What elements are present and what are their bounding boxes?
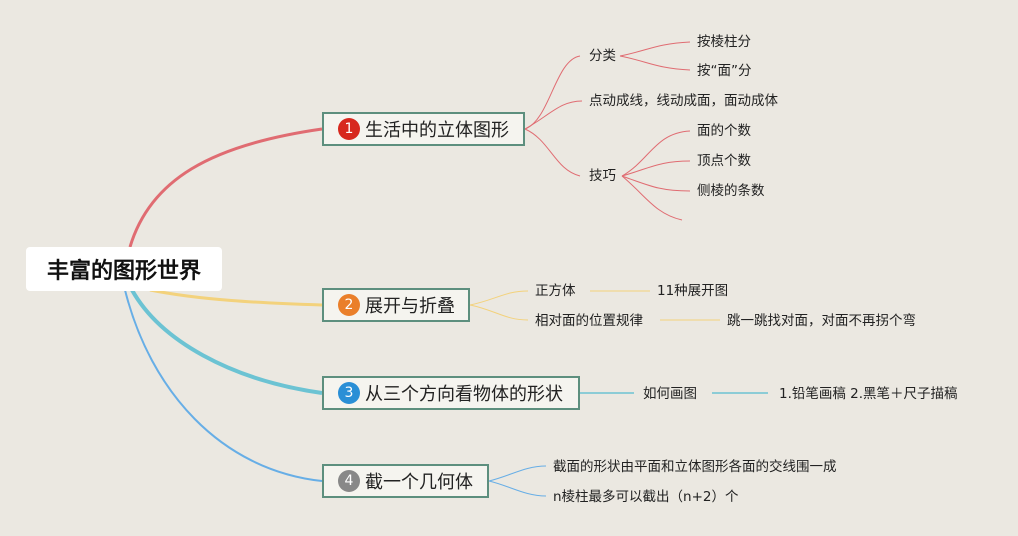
edges-branch-2: [469, 290, 720, 321]
number-badge-1: 1: [338, 118, 360, 140]
edge-b1-classify: [524, 55, 581, 130]
edge-root-branch-2: [149, 288, 323, 307]
branch-label-3: 从三个方向看物体的形状: [365, 384, 563, 405]
branch-label-4: 截一个几何体: [365, 472, 473, 493]
node-draw-steps[interactable]: 1.铅笔画稿 2.黑笔＋尺子描稿: [779, 386, 958, 402]
edge-b1-tips-extra: [621, 175, 683, 221]
node-opposite-faces[interactable]: 相对面的位置规律: [535, 313, 643, 329]
branch-node-1[interactable]: 1 生活中的立体图形: [322, 112, 525, 146]
node-vertex-count[interactable]: 顶点个数: [697, 153, 751, 169]
node-cube[interactable]: 正方体: [535, 283, 576, 299]
node-point-line-face[interactable]: 点动成线，线动成面，面动成体: [589, 93, 778, 109]
node-face-count[interactable]: 面的个数: [697, 123, 751, 139]
edge-b4-section: [488, 465, 547, 482]
root-node[interactable]: 丰富的图形世界: [26, 247, 222, 291]
edge-root-branch-3: [130, 289, 323, 395]
edge-root-branch-1: [128, 127, 323, 248]
node-by-face[interactable]: 按“面”分: [697, 63, 752, 79]
edge-b2-opposite: [469, 304, 529, 321]
edge-b1-tips-edges: [621, 175, 691, 192]
number-badge-3: 3: [338, 382, 360, 404]
branch-label-1: 生活中的立体图形: [365, 120, 509, 141]
node-prism-sections[interactable]: n棱柱最多可以截出（n+2）个: [553, 489, 739, 505]
branch-node-2[interactable]: 2 展开与折叠: [322, 288, 470, 322]
node-tips[interactable]: 技巧: [589, 168, 616, 184]
node-classify[interactable]: 分类: [589, 48, 616, 64]
branch-node-3[interactable]: 3 从三个方向看物体的形状: [322, 376, 580, 410]
node-how-to-draw[interactable]: 如何画图: [643, 386, 697, 402]
edge-b1-tips-faces: [621, 130, 691, 177]
branch-node-4[interactable]: 4 截一个几何体: [322, 464, 489, 498]
edge-b2-cube: [469, 290, 529, 306]
number-badge-2: 2: [338, 294, 360, 316]
node-edge-count[interactable]: 侧棱的条数: [697, 183, 765, 199]
number-badge-4: 4: [338, 470, 360, 492]
edge-b1-tips-vertices: [621, 160, 691, 177]
node-opposite-rule[interactable]: 跳一跳找对面，对面不再拐个弯: [727, 313, 916, 329]
branch-label-2: 展开与折叠: [365, 296, 455, 317]
node-cube-nets[interactable]: 11种展开图: [657, 283, 729, 299]
node-section-shape[interactable]: 截面的形状由平面和立体图形各面的交线围一成: [553, 459, 837, 475]
edge-b1-points: [524, 100, 583, 130]
edge-b1-tips: [524, 128, 581, 177]
edges-branch-4: [488, 465, 547, 497]
edge-root-branch-4: [124, 289, 323, 482]
edge-b4-prism: [488, 480, 547, 497]
edges-branch-1: [524, 41, 691, 221]
node-by-prism[interactable]: 按棱柱分: [697, 34, 751, 50]
edge-b1-classify-prism: [619, 41, 691, 57]
edge-b1-classify-face: [619, 55, 691, 71]
